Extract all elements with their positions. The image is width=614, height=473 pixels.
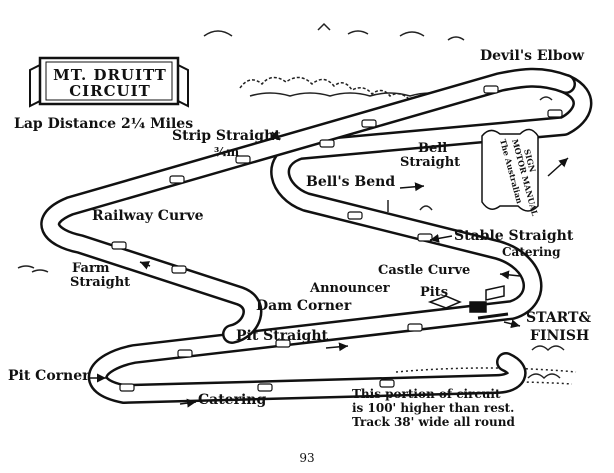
pits-buildings xyxy=(427,285,509,320)
title-line2: CIRCUIT xyxy=(69,82,151,100)
label-start: START& xyxy=(526,310,591,326)
note-line-3: Track 38' wide all round xyxy=(352,415,515,429)
label-pits: Pits xyxy=(420,285,448,300)
label-farm-straight-2: Straight xyxy=(70,275,130,290)
label-finish: FINISH xyxy=(530,328,589,344)
title-banner: MT. DRUITT CIRCUIT xyxy=(29,56,189,108)
label-strip-straight: Strip Straight xyxy=(172,128,281,144)
label-announcer: Announcer xyxy=(309,281,390,296)
label-farm-straight-1: Farm xyxy=(72,261,110,276)
label-pit-straight: Pit Straight xyxy=(236,328,328,344)
label-bell-straight-1: Bell xyxy=(418,141,447,156)
label-catering-top: Catering xyxy=(502,245,561,259)
label-castle-curve: Castle Curve xyxy=(378,263,470,278)
title-line1: MT. DRUITT xyxy=(53,66,167,84)
lap-distance: Lap Distance 2¼ Miles xyxy=(14,116,193,132)
label-strip-length: ¾m xyxy=(214,145,240,159)
scenery xyxy=(17,22,577,389)
note-line-1: This portion of circuit xyxy=(352,387,501,401)
label-catering-bottom: Catering xyxy=(198,392,266,408)
banner-sign: The Australian MOTOR MANUAL SIGN xyxy=(481,128,540,217)
label-bells-bend: Bell's Bend xyxy=(306,174,395,190)
label-dam-corner: Dam Corner xyxy=(256,298,352,314)
label-pit-corner: Pit Corner xyxy=(8,368,90,384)
leader-arrows xyxy=(88,130,569,408)
page-number: 93 xyxy=(299,451,314,465)
label-devils-elbow: Devil's Elbow xyxy=(480,48,585,64)
label-stable-straight: Stable Straight xyxy=(454,228,574,244)
direction-arrows xyxy=(111,85,563,392)
label-bell-straight-2: Straight xyxy=(400,155,460,170)
label-railway-curve: Railway Curve xyxy=(92,208,204,224)
race-track xyxy=(40,67,593,404)
note-line-2: is 100' higher than rest. xyxy=(352,401,514,415)
